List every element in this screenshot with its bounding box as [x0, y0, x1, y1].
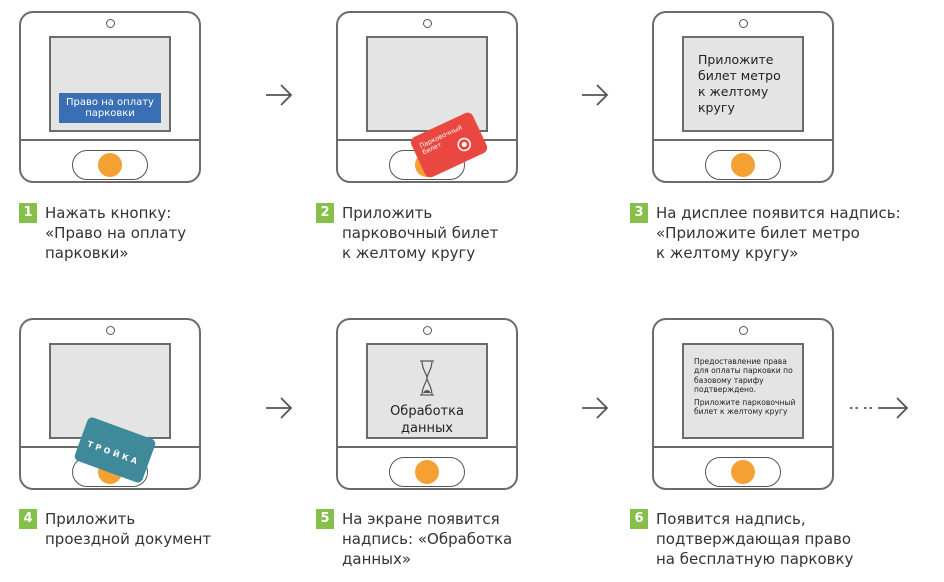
card-reader[interactable]: [705, 457, 781, 487]
camera-icon: [738, 326, 748, 335]
step-text-3: На дисплее появится надпись: «Приложите …: [656, 204, 901, 262]
parking-card-logo-icon: [457, 137, 471, 152]
card-reader[interactable]: [705, 150, 781, 180]
yellow-circle-icon: [731, 153, 755, 177]
hourglass-icon: [420, 360, 434, 396]
arrow-right-icon: [582, 84, 609, 106]
terminal-screen: Право на оплату парковки: [49, 36, 171, 132]
divider: [654, 446, 832, 448]
camera-icon: [422, 326, 432, 335]
dotted-arrow-right-icon: [850, 397, 909, 419]
processing-text: Обработка данных: [390, 404, 464, 436]
divider: [338, 446, 516, 448]
arrow-right-icon: [582, 397, 609, 419]
camera-icon: [105, 19, 115, 28]
terminal-step-1: Право на оплату парковки: [19, 11, 201, 183]
confirmation-prompt: Приложите парковочный билет к желтому кр…: [694, 397, 796, 417]
step-text-1: Нажать кнопку: «Право на оплату парковки…: [45, 204, 187, 262]
step-number-1: 1: [19, 203, 37, 223]
step-text-2: Приложить парковочный билет к желтому кр…: [342, 204, 499, 262]
yellow-circle-icon: [731, 460, 755, 484]
step-number-5: 5: [316, 509, 334, 529]
terminal-screen: Обработка данных: [366, 343, 488, 439]
arrow-right-icon: [266, 397, 293, 419]
confirmation-message: Предоставление права для оплаты парковки…: [694, 357, 793, 395]
step-number-6: 6: [630, 509, 648, 529]
terminal-step-2: Парковочный билет: [336, 11, 518, 183]
terminal-screen: [366, 36, 488, 132]
troika-card-label: ТРОЙКА: [85, 439, 142, 467]
metro-prompt-text: Приложите билет метро к желтому кругу: [698, 52, 781, 115]
camera-icon: [422, 19, 432, 28]
parking-ticket-card: Парковочный билет: [408, 110, 490, 180]
terminal-screen: Предоставление права для оплаты парковки…: [682, 343, 804, 439]
card-reader[interactable]: [72, 150, 148, 180]
camera-icon: [105, 326, 115, 335]
step-number-2: 2: [316, 203, 334, 223]
terminal-step-3: Приложите билет метро к желтому кругу: [652, 11, 834, 183]
terminal-screen: Приложите билет метро к желтому кругу: [682, 36, 804, 132]
terminal-step-4: ТРОЙКА: [19, 318, 201, 490]
divider: [654, 139, 832, 141]
step-text-6: Появится надпись, подтверждающая право н…: [656, 510, 854, 568]
step-number-3: 3: [630, 203, 648, 223]
step-number-4: 4: [19, 509, 37, 529]
camera-icon: [738, 19, 748, 28]
terminal-step-6: Предоставление права для оплаты парковки…: [652, 318, 834, 490]
confirmation-text: Предоставление права для оплаты парковки…: [694, 357, 799, 416]
card-reader[interactable]: [389, 457, 465, 487]
yellow-circle-icon: [98, 153, 122, 177]
divider: [21, 139, 199, 141]
pay-parking-button[interactable]: Право на оплату парковки: [59, 93, 161, 123]
yellow-circle-icon: [415, 460, 439, 484]
terminal-step-5: Обработка данных: [336, 318, 518, 490]
step-text-5: На экране появится надпись: «Обработка д…: [342, 510, 513, 568]
arrow-right-icon: [266, 84, 293, 106]
step-text-4: Приложить проездной документ: [45, 510, 212, 548]
